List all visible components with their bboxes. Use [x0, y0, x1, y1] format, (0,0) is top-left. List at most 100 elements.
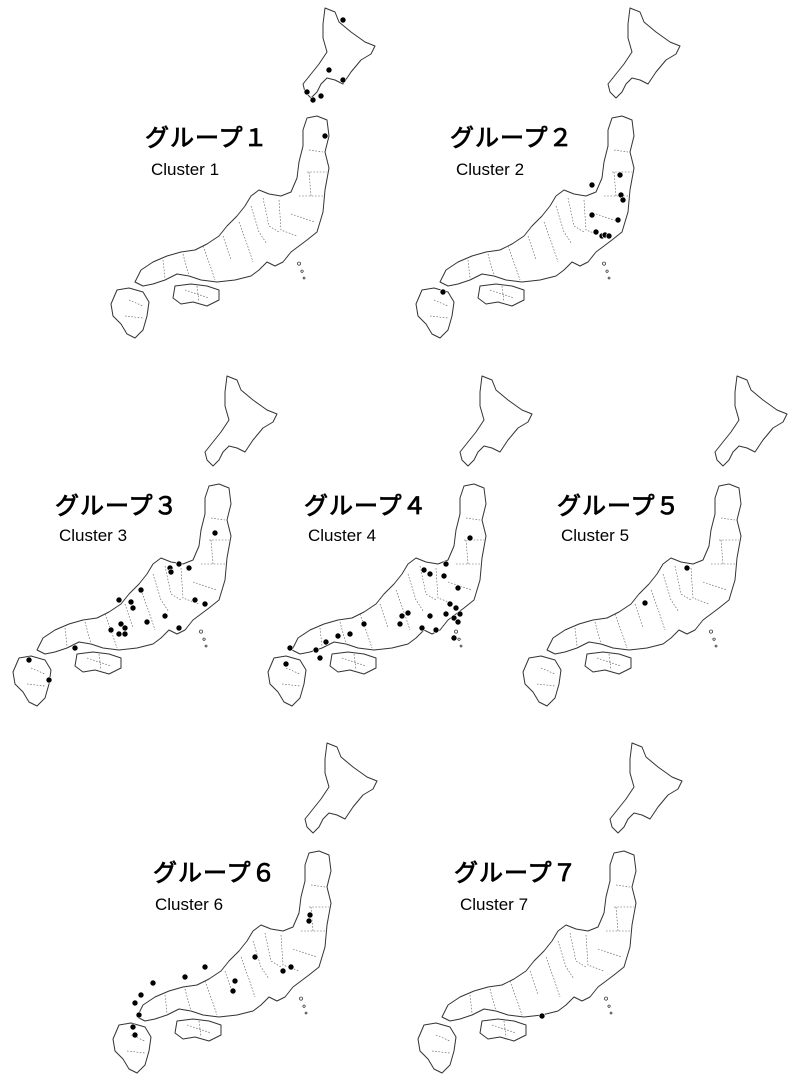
site-dot — [121, 624, 129, 632]
site-dot — [452, 604, 460, 612]
shikoku-outline — [329, 651, 377, 675]
tohoku-boundaries — [301, 884, 329, 932]
site-dot — [322, 638, 330, 646]
site-dot — [135, 1011, 143, 1019]
site-dot — [131, 1031, 139, 1039]
site-dot — [175, 560, 183, 568]
honshu-outline — [441, 850, 637, 1022]
panel-title-jp: グループ６ — [153, 859, 277, 887]
site-dot — [229, 987, 237, 995]
site-dot — [454, 618, 462, 626]
shikoku-outline — [584, 651, 632, 675]
map-panel-7: グループ７ Cluster 7 — [410, 735, 683, 1075]
hokkaido-outline — [304, 742, 378, 834]
panel-title-en: Cluster 5 — [561, 526, 630, 545]
site-dot — [251, 953, 259, 961]
site-dot — [418, 624, 426, 632]
site-dot — [309, 96, 317, 104]
site-dot — [282, 660, 290, 668]
site-dot — [325, 66, 333, 74]
site-dot — [181, 973, 189, 981]
site-dot — [404, 609, 412, 617]
site-dot — [592, 228, 600, 236]
izu-islands — [297, 261, 306, 280]
kansai-chugoku-boundaries — [64, 589, 156, 649]
kansai-chugoku-boundaries — [469, 956, 561, 1016]
site-dot — [185, 564, 193, 572]
izu-islands — [299, 996, 308, 1015]
honshu-outline — [546, 483, 742, 655]
map-panel-4: グループ４ Cluster 4 — [260, 368, 533, 708]
site-dot — [143, 618, 151, 626]
site-dot — [454, 584, 462, 592]
site-dot — [346, 630, 354, 638]
site-dot — [131, 999, 139, 1007]
site-dot — [316, 654, 324, 662]
kyushu-outline — [112, 1022, 152, 1074]
hokkaido-outline — [204, 375, 278, 467]
kansai-chugoku-boundaries — [162, 221, 254, 281]
site-dot — [616, 171, 624, 179]
site-dot — [538, 1012, 546, 1020]
panel-title-jp: グループ３ — [55, 492, 179, 520]
tohoku-boundaries — [299, 149, 327, 197]
site-dot — [129, 1023, 137, 1031]
site-dot — [450, 634, 458, 642]
site-dot — [683, 564, 691, 572]
shikoku-outline — [74, 651, 122, 675]
site-dot — [137, 991, 145, 999]
site-dot — [360, 620, 368, 628]
kansai-chugoku-boundaries — [574, 589, 666, 649]
site-dot — [426, 612, 434, 620]
kyushu-outline — [267, 655, 307, 707]
kyushu-outline — [522, 655, 562, 707]
hokkaido-outline — [609, 742, 683, 834]
site-dot — [107, 626, 115, 634]
site-dot — [201, 600, 209, 608]
panel-title-en: Cluster 2 — [456, 160, 525, 179]
japan-map — [417, 742, 683, 1074]
kanto-chubu-boundaries — [252, 932, 318, 980]
kyushu-outline — [110, 287, 150, 339]
japan-map — [415, 7, 681, 339]
site-dot — [286, 644, 294, 652]
site-dot — [446, 600, 454, 608]
map-panel-3: グループ３ Cluster 3 — [5, 368, 278, 708]
tohoku-boundaries — [606, 884, 634, 932]
site-dot — [137, 586, 145, 594]
panel-title-jp: グループ１ — [145, 124, 269, 152]
kanto-chubu-boundaries — [557, 932, 623, 980]
kanto-chubu-boundaries — [662, 565, 728, 613]
site-dot — [279, 967, 287, 975]
izu-islands — [602, 261, 611, 280]
site-dot — [191, 596, 199, 604]
site-dot — [175, 624, 183, 632]
panel-title-jp: グループ７ — [454, 859, 578, 887]
panel-title-en: Cluster 7 — [460, 895, 529, 914]
kyushu-outline — [417, 1022, 457, 1074]
site-dot — [466, 534, 474, 542]
site-dot — [442, 560, 450, 568]
site-dot — [439, 288, 447, 296]
site-dot — [312, 646, 320, 654]
tohoku-boundaries — [201, 517, 229, 565]
kyushu-outline — [12, 655, 52, 707]
izu-islands — [454, 629, 463, 648]
site-dot — [167, 568, 175, 576]
site-dot — [45, 676, 53, 684]
site-dot — [306, 911, 314, 919]
kanto-chubu-boundaries — [250, 197, 316, 245]
hokkaido-outline — [607, 7, 681, 99]
site-dot — [396, 620, 404, 628]
site-dot — [339, 16, 347, 24]
site-dot — [619, 196, 627, 204]
site-dot — [121, 630, 129, 638]
site-dot — [25, 656, 33, 664]
site-dot — [614, 216, 622, 224]
site-dot — [115, 596, 123, 604]
panel-title-jp: グループ５ — [557, 492, 681, 520]
japan-map — [110, 7, 376, 339]
tohoku-boundaries — [456, 517, 484, 565]
kyushu-outline — [415, 287, 455, 339]
site-dot — [432, 626, 440, 634]
